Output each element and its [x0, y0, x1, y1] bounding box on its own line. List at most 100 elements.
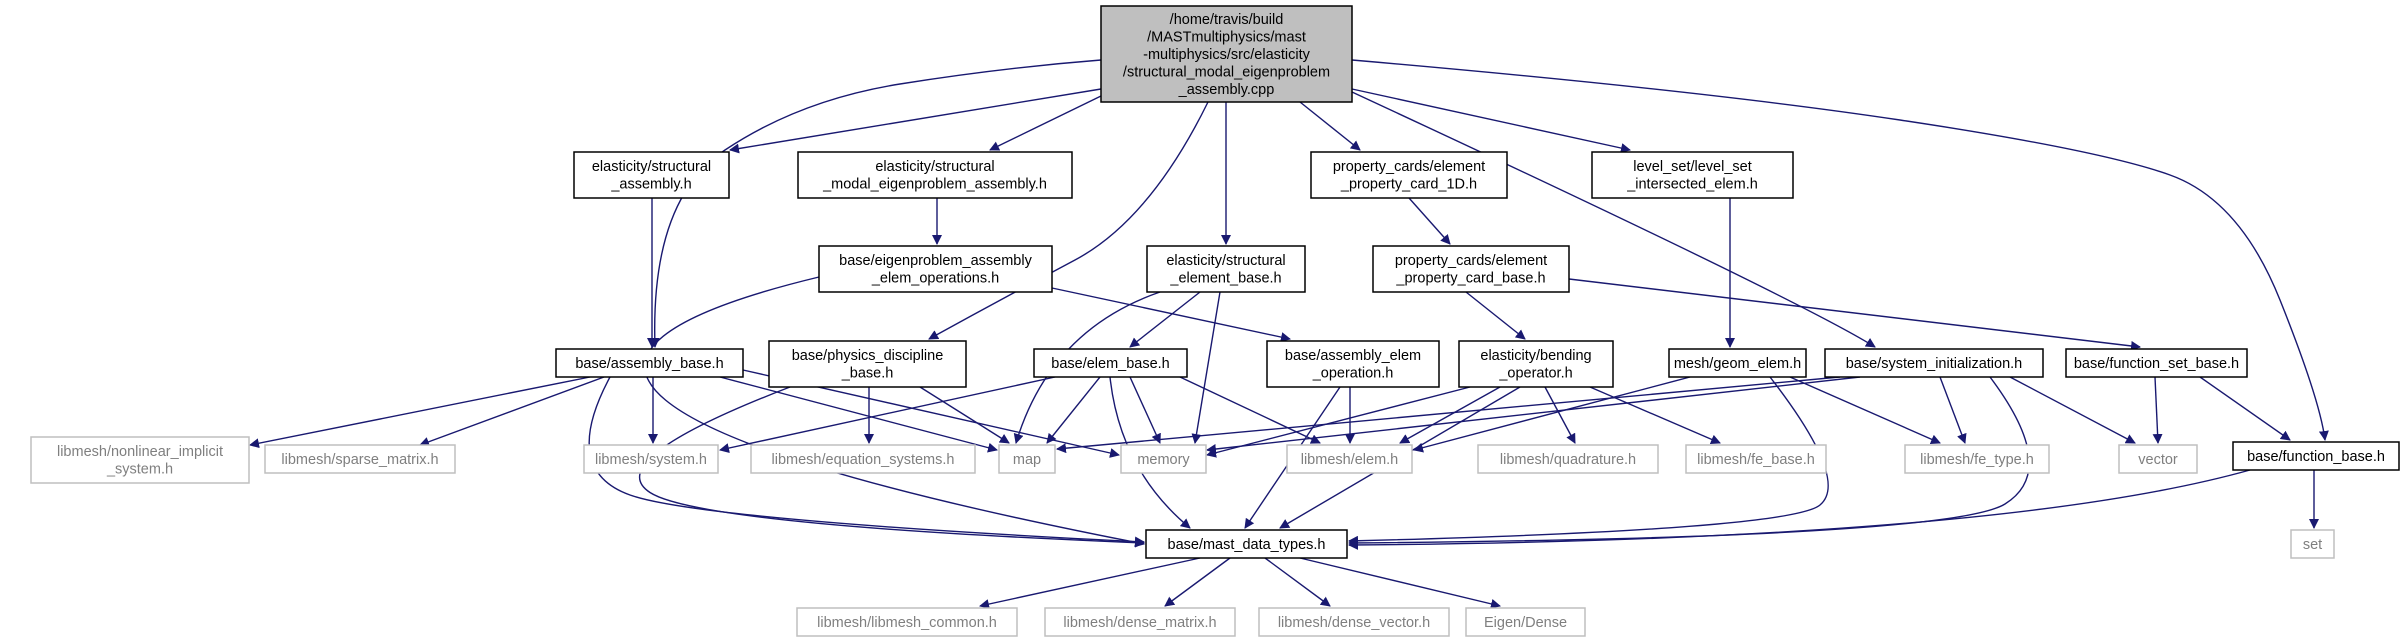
node-box [573, 151, 730, 199]
node-elasticity-structural-assembly[interactable]: elasticity/structural _assembly.h [573, 151, 730, 199]
node-root[interactable]: /home/travis/build/MASTmultiphysics/mast… [1100, 5, 1353, 103]
edge-base-mast-data-types-to-libmesh-libmesh-common [979, 557, 1201, 609]
node-libmesh-equation-systems: libmesh/equation_systems.h [750, 444, 976, 474]
nodes-layer: /home/travis/build/MASTmultiphysics/mast… [30, 5, 2400, 637]
node-libmesh-system: libmesh/system.h [583, 444, 719, 474]
node-elasticity-structural-element-base[interactable]: elasticity/structural _element_base.h [1146, 245, 1306, 293]
node-label-line: libmesh/equation_systems.h [772, 452, 955, 468]
node-property-cards-element-property-card-base[interactable]: property_cards/element_property_card_bas… [1372, 245, 1570, 293]
node-libmesh-fe-base: libmesh/fe_base.h [1685, 444, 1827, 474]
node-map: map [998, 444, 1056, 474]
node-base-function-base[interactable]: base/function_base.h [2232, 441, 2400, 471]
node-box [797, 151, 1073, 199]
node-box [1120, 444, 1207, 474]
edge-elasticity-bending-operator-to-libmesh-elem [1399, 386, 1501, 444]
node-label-line: libmesh/fe_base.h [1697, 452, 1815, 468]
edge-root-to-base-assembly-base [649, 59, 1102, 348]
node-label-line: libmesh/nonlinear_implicit [57, 444, 223, 460]
edge-root-to-level-set-intersected-elem [1351, 88, 1631, 153]
node-property-cards-element-property-card-1d[interactable]: property_cards/element _property_card_1D.… [1310, 151, 1508, 199]
node-box [2290, 529, 2335, 559]
node-box [998, 444, 1056, 474]
edges-layer [249, 59, 2329, 609]
edge-base-function-base-to-base-mast-data-types [1348, 469, 2251, 550]
node-libmesh-dense-vector: libmesh/dense_vector.h [1258, 607, 1450, 637]
edge-elasticity-bending-operator-to-libmesh-fe-base [1589, 386, 1721, 445]
edge-base-eigenproblem-assembly-elem-operations-to-base-mast-data-types [644, 276, 1145, 548]
edge-property-cards-element-property-card-base-to-elasticity-bending-operator [1465, 291, 1526, 340]
node-label-line: libmesh/dense_vector.h [1278, 615, 1430, 631]
node-libmesh-quadrature: libmesh/quadrature.h [1477, 444, 1659, 474]
node-label-line: base/system_initialization.h [1846, 356, 2023, 372]
node-label-line: _operation.h [1312, 366, 1394, 382]
node-box [1685, 444, 1827, 474]
edge-root-to-property-cards-element-property-card-1d [1299, 101, 1361, 151]
node-label-line: elasticity/structural [1166, 253, 1285, 269]
node-eigen-dense: Eigen/Dense [1465, 607, 1586, 637]
node-label-line: mesh/geom_elem.h [1674, 356, 1801, 372]
node-label-line: property_cards/element [1333, 159, 1485, 175]
node-base-elem-base[interactable]: base/elem_base.h [1033, 348, 1188, 378]
node-base-eigenproblem-assembly-elem-operations[interactable]: base/eigenproblem_assembly_elem_operatio… [818, 245, 1053, 293]
node-libmesh-sparse-matrix: libmesh/sparse_matrix.h [264, 444, 456, 474]
node-box [2232, 441, 2400, 471]
node-elasticity-structural-modal-eigenproblem-assembly[interactable]: elasticity/structural_modal_eigenproblem… [797, 151, 1073, 199]
node-mesh-geom-elem[interactable]: mesh/geom_elem.h [1668, 348, 1807, 378]
node-label-line: /structural_modal_eigenproblem [1123, 64, 1330, 80]
node-label-line: elasticity/structural [592, 159, 711, 175]
edge-elasticity-structural-element-base-to-memory [1191, 291, 1221, 444]
node-label-line: elasticity/structural [875, 159, 994, 175]
node-label-line: libmesh/elem.h [1301, 452, 1399, 468]
edge-property-cards-element-property-card-base-to-base-function-set-base [1568, 278, 2141, 351]
node-base-physics-discipline-base[interactable]: base/physics_discipline _base.h [768, 340, 967, 388]
node-label-line: base/physics_discipline [792, 348, 944, 364]
node-box [1904, 444, 2050, 474]
node-label-line: _intersected_elem.h [1626, 177, 1758, 193]
edge-mesh-geom-elem-to-libmesh-fe-type [1789, 376, 1941, 444]
node-box [1372, 245, 1570, 293]
node-label-line: _operator.h [1498, 366, 1572, 382]
node-libmesh-elem: libmesh/elem.h [1286, 444, 1413, 474]
node-level-set-intersected-elem[interactable]: level_set/level_set _intersected_elem.h [1591, 151, 1794, 199]
node-label-line: base/function_set_base.h [2074, 356, 2239, 372]
node-label-line: libmesh/dense_matrix.h [1063, 615, 1216, 631]
node-label-line: _property_card_base.h [1395, 271, 1545, 287]
node-box [583, 444, 719, 474]
node-box [2065, 348, 2248, 378]
node-base-mast-data-types[interactable]: base/mast_data_types.h [1145, 529, 1348, 559]
node-label-line: libmesh/sparse_matrix.h [281, 452, 438, 468]
edge-root-to-elasticity-structural-modal-eigenproblem-assembly [989, 95, 1102, 151]
edge-elasticity-structural-element-base-to-base-elem-base [1129, 291, 1201, 348]
node-box [768, 340, 967, 388]
node-base-function-set-base[interactable]: base/function_set_base.h [2065, 348, 2248, 378]
node-label-line: _element_base.h [1169, 271, 1281, 287]
node-label-line: Eigen/Dense [1484, 615, 1567, 631]
edge-base-mast-data-types-to-eigen-dense [1299, 557, 1501, 609]
edge-root-to-base-physics-discipline-base [928, 101, 1209, 340]
edge-base-system-initialization-to-libmesh-fe-type [1939, 376, 1967, 444]
edge-base-physics-discipline-base-to-base-mast-data-types [638, 386, 1145, 548]
edge-base-assembly-base-to-libmesh-nonlinear-implicit-system [249, 376, 591, 449]
node-base-assembly-base[interactable]: base/assembly_base.h [555, 348, 744, 378]
node-box [2118, 444, 2198, 474]
node-box [796, 607, 1018, 637]
node-label-line: libmesh/quadrature.h [1500, 452, 1636, 468]
edge-base-eigenproblem-assembly-elem-operations-to-base-assembly-elem-operation [1051, 287, 1291, 343]
node-base-assembly-elem-operation[interactable]: base/assembly_elem_operation.h [1266, 340, 1440, 388]
node-box [750, 444, 976, 474]
edge-base-mast-data-types-to-libmesh-dense-matrix [1164, 557, 1231, 607]
node-label-line: _base.h [841, 366, 894, 382]
edge-root-to-base-function-base [1351, 59, 2329, 441]
node-memory: memory [1120, 444, 1207, 474]
node-elasticity-bending-operator[interactable]: elasticity/bending_operator.h [1458, 340, 1614, 388]
node-box [1310, 151, 1508, 199]
node-label-line: _assembly.h [610, 177, 691, 193]
node-label-line: level_set/level_set [1633, 159, 1752, 175]
node-label-line: _property_card_1D.h [1340, 177, 1477, 193]
node-box [1668, 348, 1807, 378]
node-label-line: vector [2138, 452, 2178, 468]
node-box [1458, 340, 1614, 388]
node-base-system-initialization[interactable]: base/system_initialization.h [1824, 348, 2044, 378]
node-label-line: /MASTmultiphysics/mast [1147, 29, 1306, 45]
